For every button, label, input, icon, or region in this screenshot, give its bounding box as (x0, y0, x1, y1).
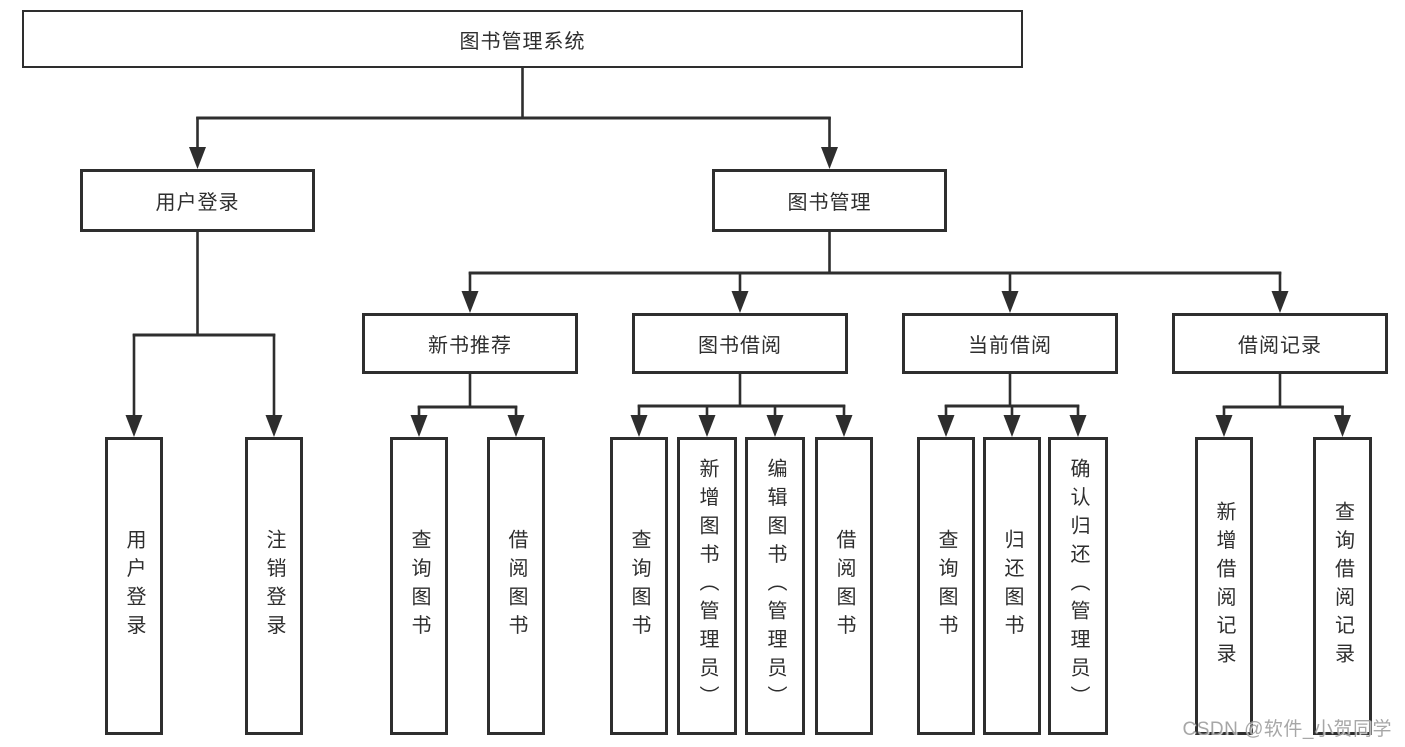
node-book-borrow: 图书借阅 (632, 313, 848, 374)
node-label-root: 图书管理系统 (459, 30, 586, 53)
node-label-borrow-record: 借阅记录 (1238, 335, 1322, 357)
node-label-ul-logout: 注销登录 (263, 529, 285, 643)
node-label-cur-borrow: 当前借阅 (968, 335, 1052, 357)
node-cb-query: 查询图书 (917, 437, 975, 735)
node-label-bb-query: 查询图书 (628, 529, 650, 643)
node-nb-borrow: 借阅图书 (487, 437, 545, 735)
node-label-user-login: 用户登录 (155, 192, 240, 214)
node-user-login: 用户登录 (80, 169, 315, 232)
node-label-book-mgmt: 图书管理 (787, 192, 872, 214)
node-nb-query: 查询图书 (390, 437, 448, 735)
node-ul-user-login: 用户登录 (105, 437, 163, 735)
node-borrow-record: 借阅记录 (1172, 313, 1388, 374)
node-book-mgmt: 图书管理 (712, 169, 947, 232)
node-label-new-book-rec: 新书推荐 (428, 335, 512, 357)
node-label-br-add: 新增借阅记录 (1213, 500, 1235, 672)
node-label-br-query: 查询借阅记录 (1331, 500, 1354, 672)
node-label-cb-query: 查询图书 (935, 529, 957, 643)
node-cb-return: 归还图书 (983, 437, 1041, 735)
node-root: 图书管理系统 (22, 10, 1023, 68)
node-bb-borrow: 借阅图书 (815, 437, 873, 735)
node-label-bb-edit: 编辑图书（管理员） (764, 458, 786, 714)
watermark-text: CSDN @软件_小贺同学 (1182, 719, 1392, 740)
node-label-nb-borrow: 借阅图书 (505, 529, 527, 643)
node-label-book-borrow: 图书借阅 (698, 335, 782, 357)
node-new-book-rec: 新书推荐 (362, 313, 578, 374)
node-label-cb-return: 归还图书 (1001, 529, 1023, 643)
node-label-cb-confirm: 确认归还（管理员） (1067, 458, 1089, 714)
node-br-query: 查询借阅记录 (1313, 437, 1372, 735)
node-label-ul-user-login: 用户登录 (123, 529, 145, 643)
node-label-bb-add: 新增图书（管理员） (696, 458, 718, 714)
node-ul-logout: 注销登录 (245, 437, 303, 735)
node-bb-add: 新增图书（管理员） (677, 437, 737, 735)
node-br-add: 新增借阅记录 (1195, 437, 1253, 735)
node-label-bb-borrow: 借阅图书 (833, 529, 855, 643)
node-bb-edit: 编辑图书（管理员） (745, 437, 805, 735)
node-bb-query: 查询图书 (610, 437, 668, 735)
node-cur-borrow: 当前借阅 (902, 313, 1118, 374)
node-cb-confirm: 确认归还（管理员） (1048, 437, 1108, 735)
node-label-nb-query: 查询图书 (408, 529, 430, 643)
